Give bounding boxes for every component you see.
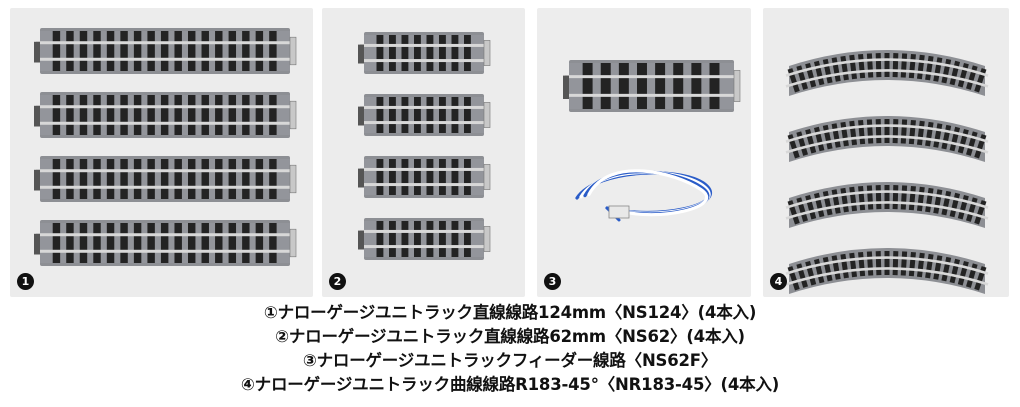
caption-ns62f: ③ナローゲージユニトラックフィーダー線路〈NS62F〉 (302, 351, 718, 370)
panel-number-badge: 3 (544, 273, 561, 290)
curve-track-image (785, 50, 989, 294)
caption-list: ①ナローゲージユニトラック直線線路124mm〈NS124〉(4本入) ②ナローゲ… (0, 301, 1020, 397)
track-piece (34, 156, 297, 202)
panel-number-badge: 2 (329, 273, 346, 290)
track-piece (358, 218, 491, 260)
track-piece (785, 50, 989, 96)
panel-number-badge: 4 (770, 273, 787, 290)
straight-track-124-image (34, 28, 297, 266)
panel-straight-124: 1 (10, 8, 313, 297)
panel-straight-62: 2 (322, 8, 525, 297)
track-piece (34, 92, 297, 138)
caption-ns124: ①ナローゲージユニトラック直線線路124mm〈NS124〉(4本入) (263, 303, 757, 322)
straight-track-62-image (358, 32, 491, 260)
track-piece (785, 116, 989, 162)
caption-ns62: ②ナローゲージユニトラック直線線路62mm〈NS62〉(4本入) (275, 327, 745, 346)
panel-feeder-track: 3 (537, 8, 751, 297)
track-piece (358, 156, 491, 198)
caption-nr183-45: ④ナローゲージユニトラック曲線線路R183-45°〈NR183-45〉(4本入) (240, 375, 780, 394)
track-piece (785, 182, 989, 228)
feeder-wire (575, 169, 712, 222)
track-piece (358, 94, 491, 136)
feeder-track-image (563, 60, 741, 222)
feeder-connector (608, 205, 630, 219)
track-piece (785, 248, 989, 294)
track-piece (34, 28, 297, 74)
panel-curve-track: 4 (763, 8, 1009, 297)
track-piece (34, 220, 297, 266)
track-piece (563, 60, 741, 112)
track-piece (358, 32, 491, 74)
panel-number-badge: 1 (17, 273, 34, 290)
